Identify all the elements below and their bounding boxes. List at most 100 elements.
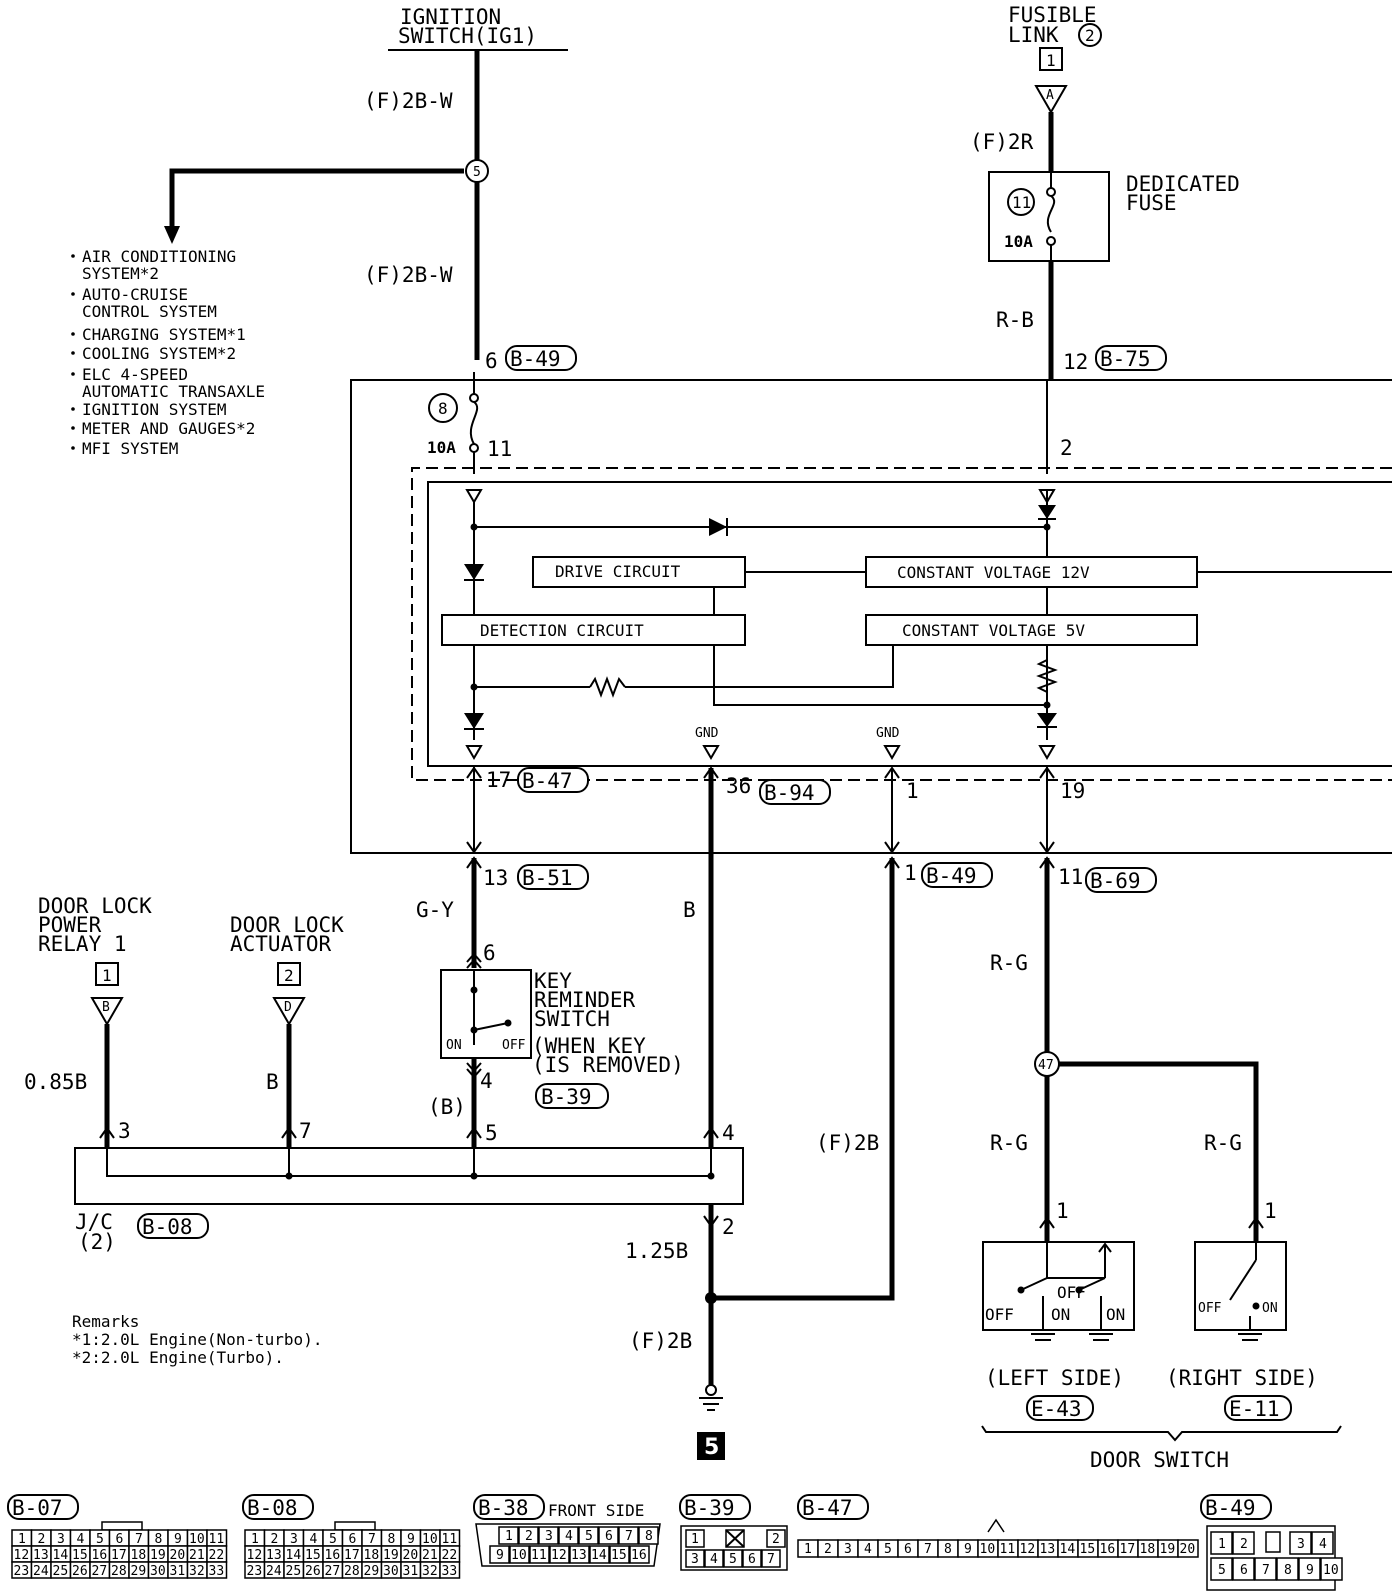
b38-pin-label: 5 <box>585 1529 593 1544</box>
b08-pin-label: 5 <box>329 1532 337 1547</box>
b08-pin-label: 8 <box>388 1532 396 1547</box>
b38-pin <box>489 1545 510 1564</box>
svg-text:1: 1 <box>1264 1199 1277 1223</box>
b07-pin-label: 9 <box>174 1532 182 1547</box>
svg-text:36: 36 <box>726 774 751 798</box>
key-switch-line: SWITCH <box>534 1007 610 1031</box>
b49-pin <box>1232 1557 1255 1581</box>
b08-pin-label: 19 <box>383 1548 399 1563</box>
svg-text:B: B <box>683 898 696 922</box>
b39-pin <box>685 1549 705 1568</box>
svg-text:11: 11 <box>1058 865 1083 889</box>
bullet-dot <box>71 446 75 450</box>
b39-pin <box>704 1549 724 1568</box>
b08-pin-label: 25 <box>286 1564 302 1579</box>
svg-text:Remarks: Remarks <box>72 1312 139 1331</box>
svg-text:0.85B: 0.85B <box>24 1070 87 1094</box>
b38-pin <box>509 1545 530 1564</box>
b47-pin-label: 3 <box>844 1542 852 1557</box>
b39-blank-x <box>725 1529 745 1548</box>
b38-pin-label: 4 <box>565 1529 573 1544</box>
svg-text:10A: 10A <box>1004 232 1033 251</box>
b07-pin-label: 10 <box>189 1532 205 1547</box>
b07-pin-label: 8 <box>155 1532 163 1547</box>
system-item: SYSTEM*2 <box>82 264 159 283</box>
svg-text:B-94: B-94 <box>764 781 815 805</box>
b38-pin-label: 7 <box>625 1529 633 1544</box>
b38-pin <box>558 1526 579 1545</box>
svg-text:6: 6 <box>485 349 498 373</box>
svg-text:GND: GND <box>695 726 719 741</box>
svg-text:B: B <box>266 1070 279 1094</box>
svg-text:B-47: B-47 <box>522 769 573 793</box>
b47-pin-label: 6 <box>904 1542 912 1557</box>
svg-text:17: 17 <box>486 768 511 792</box>
b07-pin-label: 7 <box>135 1532 143 1547</box>
b38-pin-label: 15 <box>611 1548 627 1563</box>
b39-pin <box>761 1549 781 1568</box>
ignition-feed-wire: (F)2B-W (F)2B-W <box>164 50 480 360</box>
remarks: Remarks *1:2.0L Engine(Non-turbo). *2:2.… <box>72 1312 322 1367</box>
b38-pin <box>598 1526 619 1545</box>
b08-pin-label: 29 <box>364 1564 380 1579</box>
system-item: AUTO-CRUISE <box>82 285 188 304</box>
b08-pin-label: 20 <box>403 1548 419 1563</box>
b08-pin-label: 27 <box>325 1564 341 1579</box>
b07-pin-label: 6 <box>116 1532 124 1547</box>
svg-text:CONSTANT VOLTAGE 5V: CONSTANT VOLTAGE 5V <box>902 621 1085 640</box>
svg-text:B-49: B-49 <box>1205 1496 1256 1520</box>
actuator-label-line: ACTUATOR <box>230 932 332 956</box>
b47-pin-label: 9 <box>964 1542 972 1557</box>
b47-pin-label: 14 <box>1060 1542 1076 1557</box>
svg-text:B-39: B-39 <box>541 1085 592 1109</box>
bullet-dot <box>71 332 75 336</box>
b07-pin-label: 18 <box>131 1548 147 1563</box>
b38-pin <box>638 1526 659 1545</box>
b39-pin-label: 2 <box>772 1532 780 1547</box>
svg-text:CONSTANT VOLTAGE 12V: CONSTANT VOLTAGE 12V <box>897 563 1090 582</box>
b07-latch <box>101 1521 143 1531</box>
b38-pin <box>549 1545 570 1564</box>
svg-text:ON: ON <box>1106 1305 1125 1324</box>
b07-pin-label: 31 <box>170 1564 186 1579</box>
internal-circuit: DRIVE CIRCUIT CONSTANT VOLTAGE 12V DETEC… <box>441 489 1392 760</box>
bullet-dot <box>71 254 75 258</box>
b08-pin-label: 21 <box>422 1548 438 1563</box>
b07-pin-label: 13 <box>33 1548 49 1563</box>
svg-text:B-08: B-08 <box>142 1215 193 1239</box>
relay-label-line: DOOR LOCK <box>38 894 152 918</box>
svg-text:(2): (2) <box>78 1230 116 1254</box>
svg-text:12: 12 <box>1063 350 1088 374</box>
b39-pin-label: 3 <box>691 1552 699 1567</box>
svg-text:B-69: B-69 <box>1090 869 1141 893</box>
key-switch-line: REMINDER <box>534 988 636 1012</box>
svg-text:13: 13 <box>483 866 508 890</box>
svg-text:(F)2B-W: (F)2B-W <box>364 89 453 113</box>
svg-text:1: 1 <box>1056 1199 1069 1223</box>
svg-text:D: D <box>284 1000 292 1015</box>
b38-pin <box>618 1526 639 1545</box>
svg-text:G-Y: G-Y <box>416 898 454 922</box>
door-switch-labels: (LEFT SIDE) E-43 (RIGHT SIDE) E-11 DOOR … <box>981 1366 1342 1472</box>
b07-pin-label: 22 <box>209 1548 225 1563</box>
b49-pin-label: 2 <box>1240 1537 1248 1552</box>
b47-pin-label: 19 <box>1160 1542 1176 1557</box>
svg-text:2: 2 <box>1060 436 1073 460</box>
svg-text:OFF: OFF <box>502 1038 526 1053</box>
b07-pin-label: 30 <box>150 1564 166 1579</box>
b08-pin-label: 10 <box>422 1532 438 1547</box>
b07-pin-label: 14 <box>53 1548 69 1563</box>
svg-text:(F)2B: (F)2B <box>629 1329 692 1353</box>
b38-pin-label: 8 <box>645 1529 653 1544</box>
svg-text:2: 2 <box>722 1215 735 1239</box>
systems-list: AIR CONDITIONINGSYSTEM*2AUTO-CRUISECONTR… <box>71 247 265 458</box>
connector-pinouts: B-07 B-08 B-38 FRONT SIDE B-39 B-47 B-49… <box>7 1494 1343 1591</box>
b08-pin-label: 28 <box>344 1564 360 1579</box>
svg-text:DEDICATED: DEDICATED <box>1126 172 1240 196</box>
svg-text:B-75: B-75 <box>1100 347 1151 371</box>
b08-pin-label: 2 <box>271 1532 279 1547</box>
b49-pin <box>1210 1557 1233 1581</box>
svg-text:(B): (B) <box>428 1095 466 1119</box>
b08-pin-label: 3 <box>290 1532 298 1547</box>
